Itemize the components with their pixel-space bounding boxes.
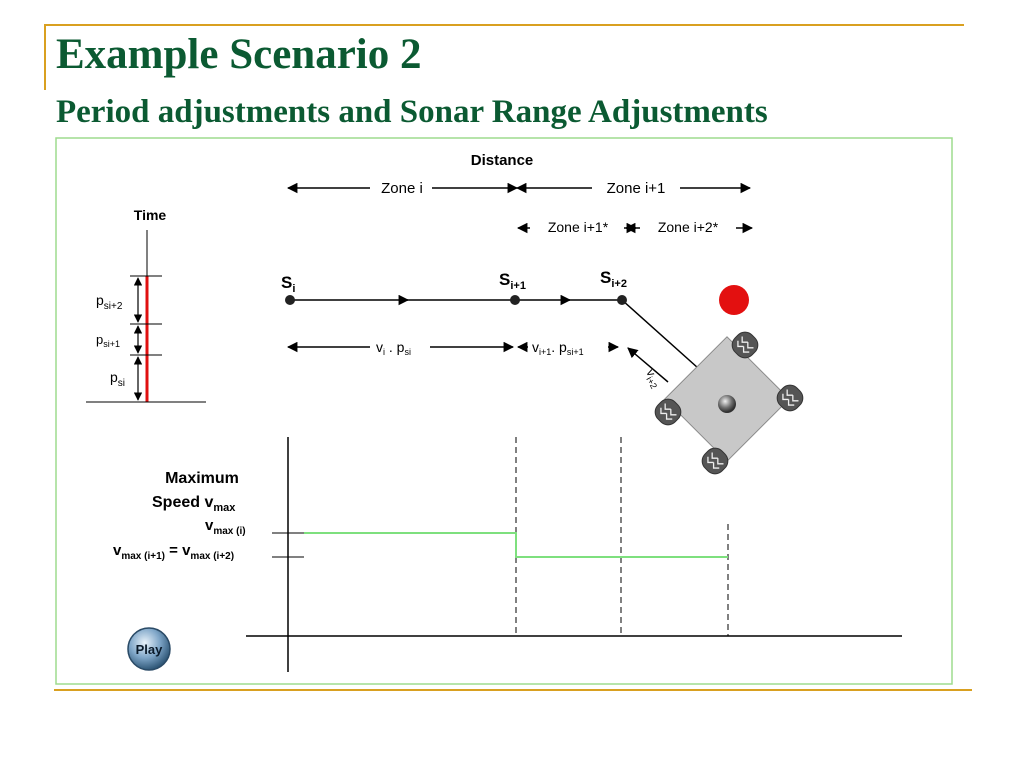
- path-segment-diagonal: [621, 299, 699, 369]
- title-rule-top: [44, 24, 964, 26]
- max-speed-label-line2: Speed vmax: [152, 494, 236, 514]
- play-button[interactable]: Play: [127, 627, 171, 671]
- page-subtitle: Period adjustments and Sonar Range Adjus…: [56, 94, 768, 130]
- time-label: Time: [134, 207, 167, 223]
- max-speed-line: [304, 532, 728, 558]
- dist-i2-label: vi+2: [642, 367, 665, 391]
- robot-hub: [718, 395, 736, 413]
- sonar-si1-label: Si+1: [499, 270, 526, 292]
- sonar-point-si2: [617, 295, 627, 305]
- vmax-i1-label: vmax (i+1) = vmax (i+2): [113, 542, 234, 562]
- title-rule-left: [44, 26, 46, 90]
- robot-wheel: [654, 398, 682, 426]
- vmax-i-label: vmax (i): [205, 517, 246, 537]
- dist-i-label: vi . psi: [376, 339, 411, 357]
- sonar-point-si1: [510, 295, 520, 305]
- robot: [654, 331, 804, 475]
- period-si2-label: psi+2: [96, 292, 123, 312]
- sonar-point-si: [285, 295, 295, 305]
- play-button-label: Play: [136, 642, 164, 657]
- zone-i1-star-label: Zone i+1*: [548, 219, 609, 235]
- zone-i1-label: Zone i+1: [607, 180, 666, 197]
- page-title: Example Scenario 2: [56, 31, 422, 78]
- max-speed-label-line1: Maximum: [165, 470, 239, 487]
- dist-i1-label: vi+1. psi+1: [532, 339, 584, 357]
- period-si-label: psi: [110, 369, 125, 389]
- distance-label: Distance: [471, 152, 534, 169]
- obstacle-dot: [719, 285, 749, 315]
- period-si1-label: psi+1: [96, 332, 120, 349]
- zone-i-label: Zone i: [381, 180, 423, 197]
- zone-i2-star-label: Zone i+2*: [658, 219, 719, 235]
- robot-wheel: [701, 447, 729, 475]
- robot-wheel: [731, 331, 759, 359]
- diagram-frame: [55, 137, 953, 685]
- sonar-si-label: Si: [281, 273, 295, 295]
- footer-rule: [54, 689, 972, 691]
- sonar-si2-label: Si+2: [600, 268, 627, 290]
- dist-i2-arrow: [627, 347, 669, 383]
- robot-wheel: [776, 384, 804, 412]
